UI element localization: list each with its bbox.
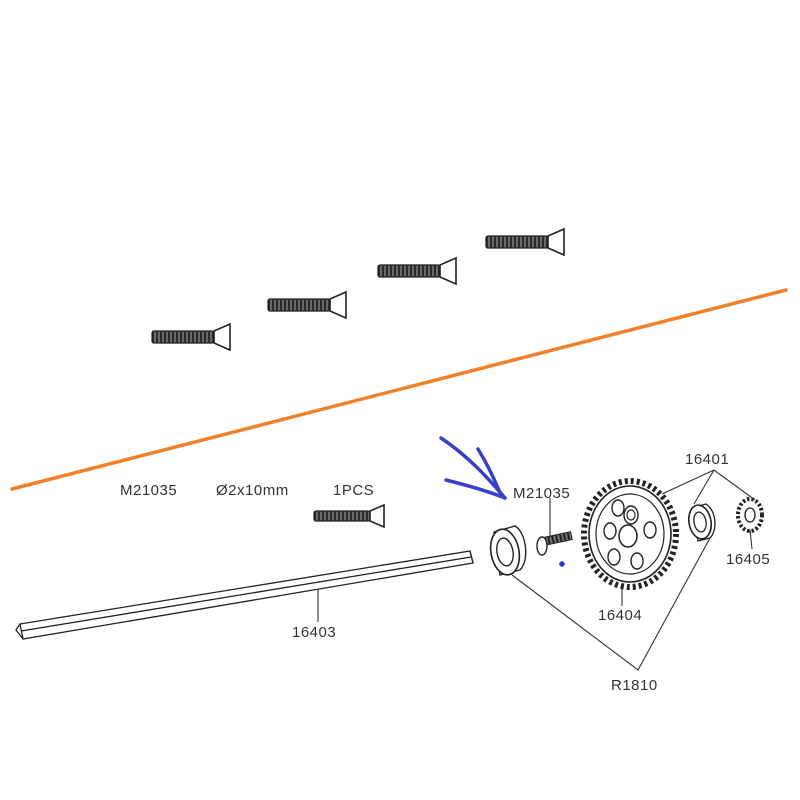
screw-icon	[267, 291, 347, 319]
pinion-16405-icon	[736, 497, 764, 533]
bearing-right-icon	[687, 503, 716, 542]
label-shaft: 16403	[292, 624, 337, 641]
spec-part-number: M21035	[120, 482, 178, 499]
leader-lines	[317, 469, 756, 671]
spec-screw-icon	[313, 504, 385, 528]
pointer-arrow-icon	[439, 436, 507, 500]
spur-gear-16404-icon	[581, 478, 679, 590]
label-pinion: 16405	[726, 551, 771, 568]
separator-line	[10, 288, 788, 491]
marker-dot	[559, 561, 565, 567]
assembly-screw-icon	[536, 531, 573, 556]
label-bearing: R1810	[611, 677, 658, 694]
shaft-16403	[15, 550, 474, 640]
spec-size: Ø2x10mm	[216, 482, 289, 499]
label-spur-gear: 16404	[598, 607, 643, 624]
screw-icon	[485, 228, 565, 256]
bearing-left-icon	[489, 525, 527, 576]
label-gear-cluster: 16401	[685, 451, 730, 468]
screw-icon	[151, 323, 231, 351]
screw-icon	[377, 257, 457, 285]
spec-quantity: 1PCS	[333, 482, 375, 499]
label-screw: M21035	[513, 485, 571, 502]
